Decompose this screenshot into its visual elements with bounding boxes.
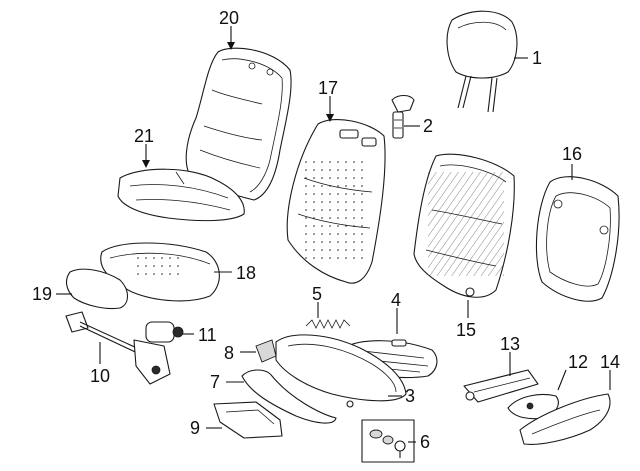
callout-15: 15 <box>456 320 476 340</box>
callout-labels: 20 1 17 2 21 16 18 19 5 4 15 11 8 10 13 … <box>32 8 620 452</box>
callout-4: 4 <box>391 290 401 310</box>
callout-7: 7 <box>210 372 220 392</box>
callout-13: 13 <box>500 334 520 354</box>
callout-1: 1 <box>532 48 542 68</box>
hardware-kit-part <box>361 419 415 463</box>
callout-16: 16 <box>562 144 582 164</box>
spring-part <box>305 319 351 329</box>
mechanism-part <box>507 393 559 420</box>
callout-18: 18 <box>236 263 256 283</box>
callout-3: 3 <box>405 386 415 406</box>
base-cover-part <box>213 401 283 439</box>
callout-19: 19 <box>32 284 52 304</box>
cushion-cover-part <box>117 168 245 222</box>
recliner-track-part <box>463 369 539 403</box>
adjuster-rod-part <box>65 311 171 385</box>
side-bolster-part <box>65 268 129 310</box>
leader-lines <box>56 26 611 443</box>
callout-10: 10 <box>90 366 110 386</box>
callout-5: 5 <box>312 284 322 304</box>
motor-part <box>145 321 184 343</box>
trim-piece-part <box>255 339 277 363</box>
callout-20: 20 <box>219 8 239 28</box>
callout-9: 9 <box>190 418 200 438</box>
seat-pan-part <box>275 334 407 408</box>
callout-6: 6 <box>420 432 430 452</box>
headrest-guide-part <box>391 94 415 139</box>
callout-12: 12 <box>568 352 588 372</box>
callout-21: 21 <box>134 126 154 146</box>
backrest-panel-part <box>535 176 620 302</box>
callout-17: 17 <box>318 78 338 98</box>
backrest-frame-part <box>413 153 515 298</box>
backrest-pad-part <box>286 119 386 284</box>
leader-12 <box>557 369 567 391</box>
callout-11: 11 <box>198 325 217 345</box>
headrest-part <box>446 10 518 113</box>
side-trim-part <box>241 369 337 424</box>
callout-8: 8 <box>224 343 234 363</box>
side-shield-part <box>519 393 611 445</box>
backrest-cover-part <box>185 47 292 201</box>
callout-2: 2 <box>423 116 433 136</box>
seat-foam-part <box>100 242 220 302</box>
callout-14: 14 <box>600 352 620 372</box>
